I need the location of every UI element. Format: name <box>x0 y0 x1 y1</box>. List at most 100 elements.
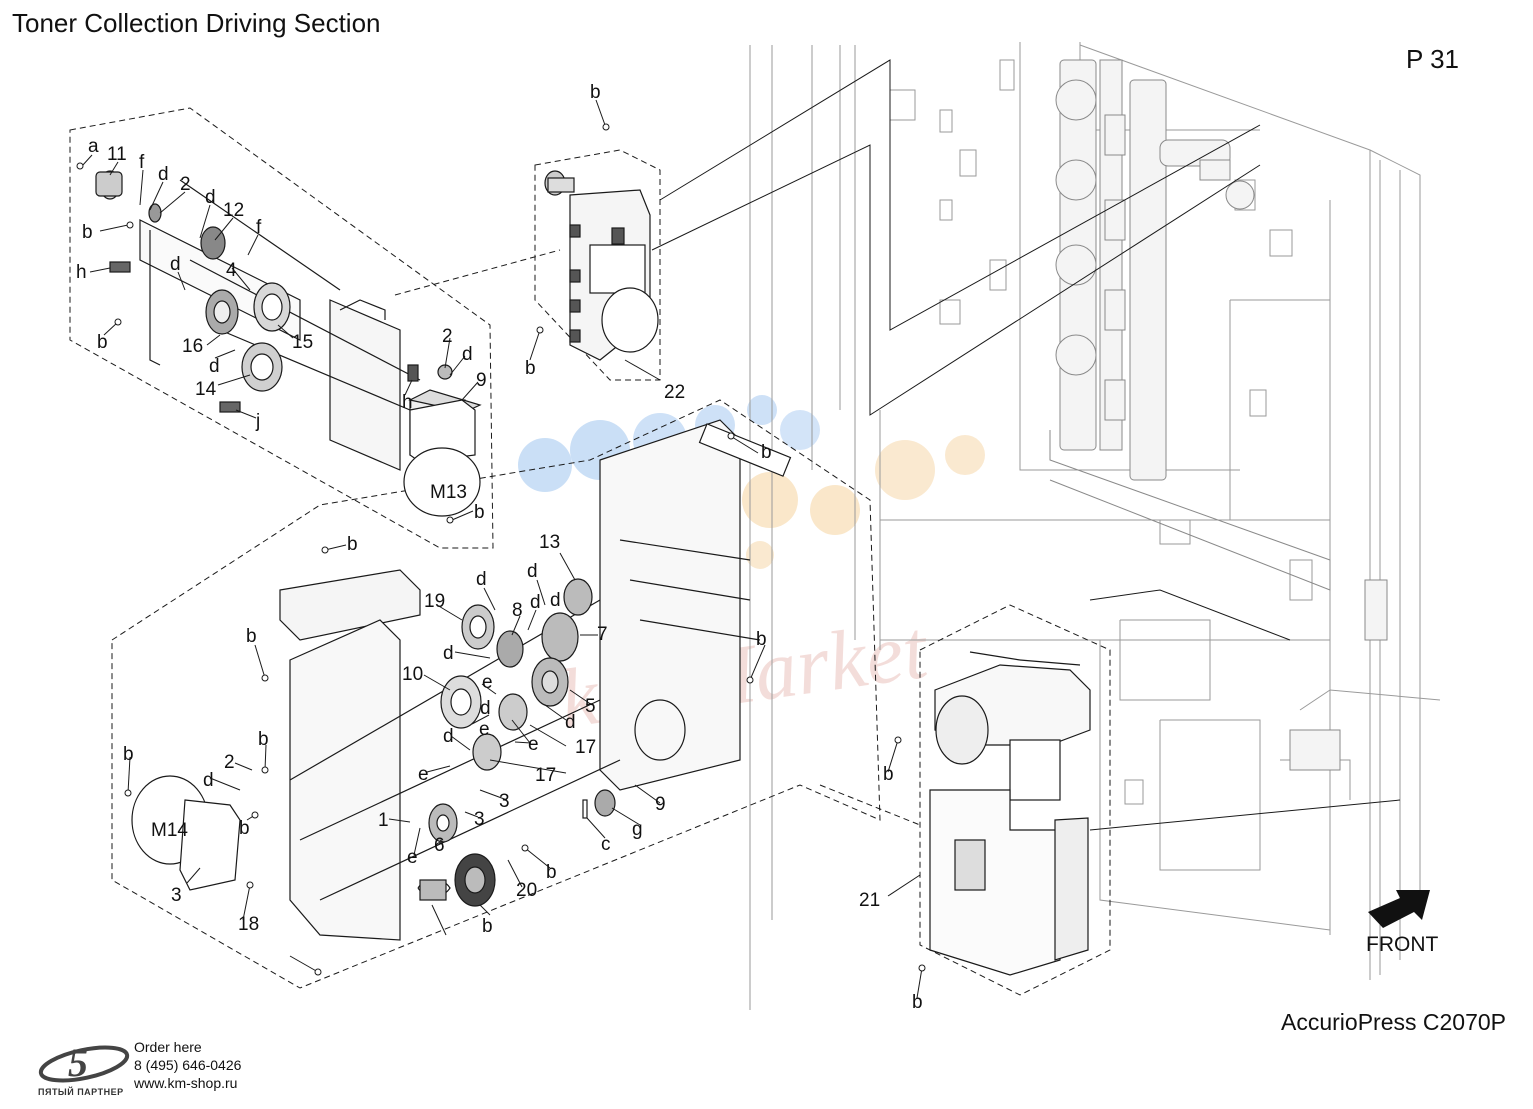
order-website-link[interactable]: www.km-shop.ru <box>134 1075 238 1091</box>
callout: j <box>255 411 260 432</box>
gear-8 <box>496 630 524 668</box>
callout: b <box>97 332 108 353</box>
top-bracket <box>279 569 421 641</box>
order-info: Order here 8 (495) 646-0426 www.km-shop.… <box>134 1038 241 1092</box>
callout: b <box>482 916 493 937</box>
footer-contact: 5 ПЯТЫЙ ПАРТНЕР Order here 8 (495) 646-0… <box>38 1038 268 1104</box>
lower-center-assembly-tail <box>819 784 921 826</box>
watermark-dot <box>780 410 820 450</box>
callout: 18 <box>238 914 259 935</box>
lower-center-assembly <box>279 419 792 941</box>
callout: d <box>462 344 473 365</box>
logo-caption: ПЯТЫЙ ПАРТНЕР <box>38 1087 124 1097</box>
callout: b <box>246 626 257 647</box>
callout: d <box>565 712 576 733</box>
callout: d <box>158 164 169 185</box>
callout: d <box>550 590 561 611</box>
callout: d <box>476 569 487 590</box>
watermark-dot <box>518 438 572 492</box>
callout: d <box>530 592 541 613</box>
coupling-11 <box>95 171 123 197</box>
callout: 8 <box>512 600 523 621</box>
callout: b <box>756 629 767 650</box>
watermark-dot <box>810 485 860 535</box>
callout: 4 <box>226 260 237 281</box>
callout: f <box>139 152 145 173</box>
callout: b <box>761 442 772 463</box>
lower-right-assembly <box>929 651 1091 976</box>
svg-text:5: 5 <box>68 1040 88 1085</box>
callout: g <box>632 819 643 840</box>
callout: b <box>525 358 536 379</box>
callout: e <box>479 719 490 740</box>
page-title: Toner Collection Driving Section <box>12 8 381 38</box>
callout: 9 <box>655 794 666 815</box>
callout: e <box>482 672 493 693</box>
drum-units <box>1049 59 1388 771</box>
gear-13 <box>563 578 593 616</box>
callout: b <box>82 222 93 243</box>
gear-17a <box>498 693 528 731</box>
callout: b <box>474 502 485 523</box>
lower-right-assembly-boundary <box>919 604 1111 996</box>
order-phone[interactable]: 8 (495) 646-0426 <box>134 1057 242 1073</box>
callout: a <box>88 136 99 157</box>
callout: h <box>402 392 413 413</box>
callout: d <box>170 254 181 275</box>
callout: d <box>480 698 491 719</box>
callout-labels-lower-center: b b 13 d d 19 d 8 d 7 b d 10 e 5 d d 17 … <box>123 442 772 937</box>
callout: 16 <box>182 336 203 357</box>
watermark-dot <box>945 435 985 475</box>
printer-frame-outline <box>749 42 1441 1010</box>
callout: 3 <box>474 809 485 830</box>
motor-label-m14: M14 <box>151 820 188 841</box>
callout: b <box>883 764 894 785</box>
screws <box>76 123 926 976</box>
callout: 11 <box>107 144 127 165</box>
callout: b <box>590 82 601 103</box>
callout: d <box>205 187 216 208</box>
callout: 2 <box>180 174 191 195</box>
callout: 22 <box>664 382 685 403</box>
callout-labels-upper-left: a 11 f d 2 d 12 f b h 4 d b 16 15 d 14 2… <box>76 136 487 523</box>
callout-labels-lower-right: b 21 b <box>859 764 923 1013</box>
callout: d <box>527 561 538 582</box>
callout: 5 <box>585 696 596 717</box>
callout: h <box>76 262 87 283</box>
callout: 10 <box>402 664 423 685</box>
callout: d <box>443 726 454 747</box>
assembly-leader-lines <box>651 59 1401 831</box>
support-rail <box>698 423 792 477</box>
callout: f <box>256 217 262 238</box>
callout: 2 <box>224 752 235 773</box>
control-board <box>589 244 646 294</box>
motor-m13: M13 <box>403 399 481 517</box>
callout: 6 <box>434 835 445 856</box>
clip-h <box>109 261 131 273</box>
pin-g <box>582 799 588 819</box>
gear-6 <box>594 789 616 817</box>
callout: b <box>347 534 358 555</box>
watermark-dot <box>747 395 777 425</box>
callout: 2 <box>442 326 453 347</box>
callout: 12 <box>223 200 244 221</box>
callout: b <box>912 992 923 1013</box>
callout: d <box>203 770 214 791</box>
side-frame <box>329 299 401 471</box>
callout: 17 <box>575 737 596 758</box>
callout: b <box>258 729 269 750</box>
rear-frame-plate <box>599 419 741 791</box>
callout: e <box>418 764 429 785</box>
callout: 7 <box>597 624 608 645</box>
callout-leader-lines <box>81 99 923 999</box>
main-frame-plate <box>289 619 401 941</box>
callout: 14 <box>195 379 217 400</box>
gear-7 <box>541 612 579 662</box>
callout: e <box>528 734 539 755</box>
front-arrow-icon <box>1368 890 1430 928</box>
callout: b <box>239 818 250 839</box>
callout: d <box>443 643 454 664</box>
callout: 3 <box>499 791 510 812</box>
callout: b <box>123 744 134 765</box>
